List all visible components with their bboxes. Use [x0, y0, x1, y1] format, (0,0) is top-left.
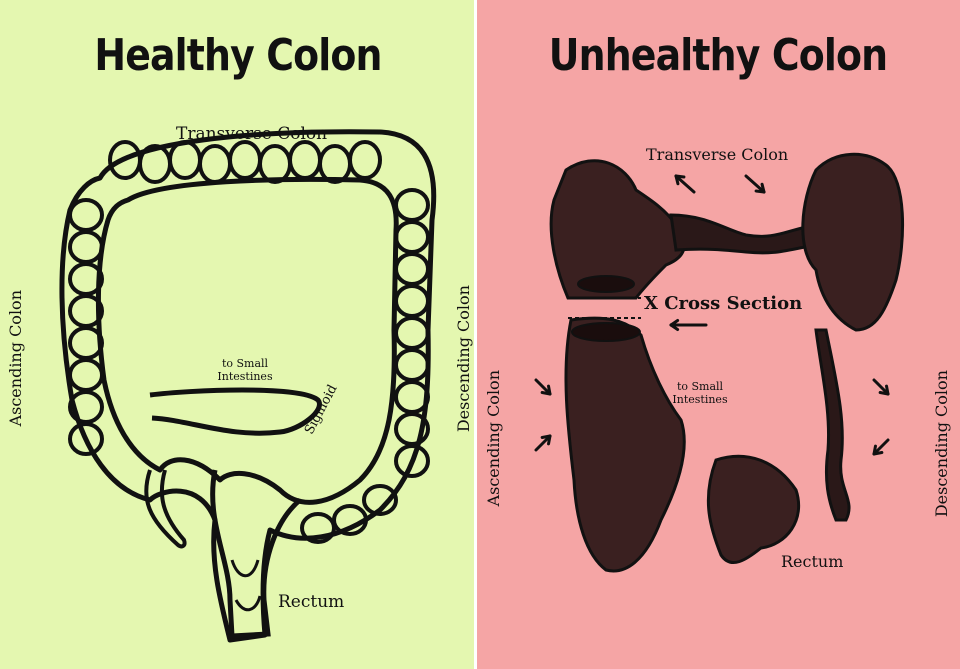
pointer-arrow-head: [540, 391, 552, 396]
haustra-segment: [138, 144, 172, 184]
haustra-segment: [394, 444, 430, 478]
unhealthy-transverse-label: Transverse Colon: [646, 145, 789, 164]
healthy-descending-label: Descending Colon: [454, 285, 473, 433]
pointer-arrow: [534, 378, 552, 396]
healthy-small-intestine-label: to Small Intestines: [217, 357, 273, 383]
haustra-segment: [68, 230, 104, 264]
haustra-segment: [362, 484, 398, 516]
haustra-segment: [394, 284, 430, 318]
pointer-arrow-head: [754, 189, 766, 194]
haustra-segment: [228, 140, 262, 180]
pointer-arrow: [674, 174, 696, 194]
haustra-segment: [68, 198, 104, 232]
haustra-segment: [394, 348, 430, 382]
unhealthy-descending-label: Descending Colon: [932, 370, 951, 518]
haustra-segment: [288, 140, 322, 180]
haustra-segment: [68, 422, 104, 456]
pointer-arrow-head: [674, 174, 686, 179]
unhealthy-descending-strand: [814, 328, 851, 522]
haustra-segment: [300, 512, 336, 544]
unhealthy-small-intestine-label: to Small Intestines: [672, 380, 728, 406]
pointer-arrow: [744, 174, 766, 194]
haustra-segment: [394, 188, 430, 222]
pointer-arrow: [872, 378, 890, 396]
unhealthy-title: Unhealthy Colon: [548, 30, 888, 81]
unhealthy-ascending-label: Ascending Colon: [484, 370, 503, 507]
haustra-segment: [394, 220, 430, 254]
pointer-arrow-head: [872, 444, 877, 456]
healthy-ascending-label: Ascending Colon: [6, 290, 25, 427]
haustra-segment: [68, 326, 104, 360]
unhealthy-panel: Unhealthy Colon Transverse Colon X Cross…: [476, 0, 960, 669]
unhealthy-left-mass: [549, 159, 686, 300]
pointer-arrow-head: [878, 391, 890, 396]
healthy-panel: Healthy Colon Transverse Colon Ascending…: [0, 0, 476, 669]
pointer-arrow: [534, 434, 552, 452]
haustra-segment: [168, 140, 202, 180]
healthy-transverse-label: Transverse Colon: [176, 124, 328, 144]
panel-divider: [474, 0, 477, 669]
haustra-segment: [394, 316, 430, 350]
haustra-segment: [348, 140, 382, 180]
haustra-segment: [332, 504, 368, 536]
unhealthy-ascending-mass: [564, 316, 686, 573]
cross-section-ring: [577, 275, 635, 293]
healthy-title: Healthy Colon: [94, 30, 382, 81]
pointer-arrow: [872, 438, 890, 456]
unhealthy-rectum: [706, 454, 801, 565]
unhealthy-colon-illustration: [534, 152, 905, 573]
pointer-arrow-head: [547, 434, 552, 446]
small-intestine-tube: [149, 387, 322, 436]
cross-section-label: X Cross Section: [644, 293, 803, 314]
healthy-rectum: [210, 469, 302, 639]
appendix: [144, 469, 187, 549]
haustra-segment: [258, 144, 292, 184]
unhealthy-right-mass: [801, 152, 905, 332]
healthy-rectum-label: Rectum: [278, 592, 345, 612]
unhealthy-narrow-transverse: [669, 213, 818, 255]
healthy-colon-inner-outline: [95, 176, 399, 505]
haustra-segment: [394, 380, 430, 414]
haustra-segment: [394, 252, 430, 286]
haustra-segment: [198, 144, 232, 184]
haustra-segment: [68, 358, 104, 392]
healthy-colon-illustration: [59, 129, 437, 643]
pointer-arrow-head: [669, 318, 680, 327]
haustra-segment: [318, 144, 352, 184]
unhealthy-rectum-label: Rectum: [781, 552, 844, 571]
